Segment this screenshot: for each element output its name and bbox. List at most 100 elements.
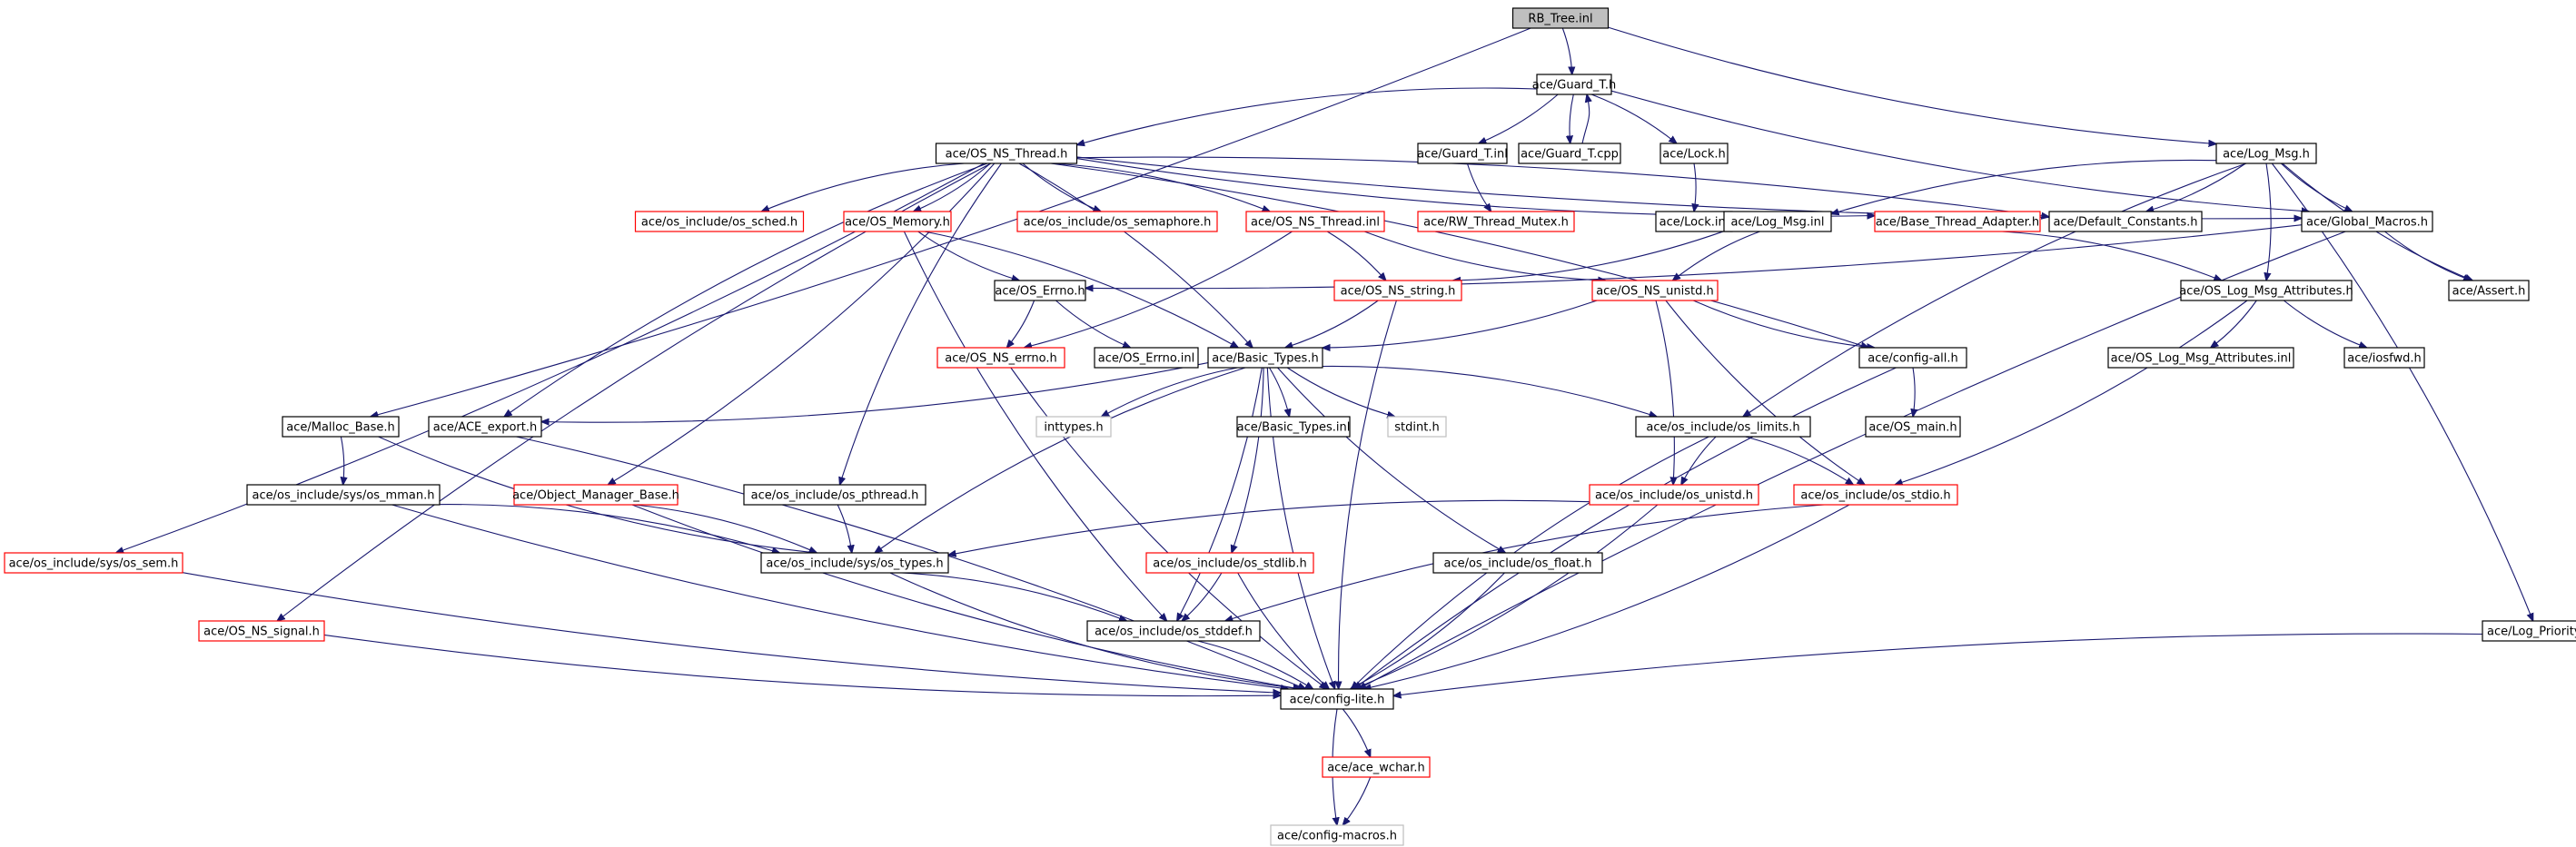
node-ace_export_h[interactable]: ace/ACE_export.h [428, 416, 542, 438]
node-box-os_errno_inl [1094, 347, 1199, 369]
node-os_stddef_h[interactable]: ace/os_include/os_stddef.h [1086, 620, 1261, 642]
node-box-os_ns_thread_h [935, 143, 1078, 164]
node-assert_h[interactable]: ace/Assert.h [2448, 280, 2530, 301]
node-base_thread_adapter_h[interactable]: ace/Base_Thread_Adapter.h [1874, 211, 2041, 232]
edge-guard_t_inl-to-rw_thread_mutex_h [1466, 163, 1491, 212]
node-os_ns_thread_inl[interactable]: ace/OS_NS_Thread.inl [1245, 211, 1385, 232]
node-os_mman_h[interactable]: ace/os_include/sys/os_mman.h [246, 484, 441, 506]
node-box-os_limits_h [1635, 416, 1811, 438]
edge-os_log_msg_attributes_h-to-iosfwd_h [2283, 300, 2366, 348]
node-box-config_macros_h [1270, 824, 1404, 846]
node-config_all_h[interactable]: ace/config-all.h [1858, 347, 1967, 369]
node-os_main_h[interactable]: ace/OS_main.h [1865, 416, 1961, 438]
node-label-default_constants_h: ace/Default_Constants.h [2053, 216, 2197, 230]
node-label-rb_tree_inl: RB_Tree.inl [1528, 13, 1592, 26]
node-global_macros_h[interactable]: ace/Global_Macros.h [2301, 211, 2433, 232]
node-box-log_priority_h [2482, 620, 2576, 642]
node-os_unistd_h[interactable]: ace/os_include/os_unistd.h [1589, 484, 1759, 506]
edge-os_ns_signal_h-to-config_lite_h [323, 634, 1281, 695]
edge-ace_export_h-to-config_lite_h [516, 436, 1305, 689]
node-box-guard_t_inl [1417, 143, 1508, 164]
node-os_stdio_h[interactable]: ace/os_include/os_stdio.h [1793, 484, 1958, 506]
node-label-os_memory_h: ace/OS_Memory.h [845, 216, 950, 230]
node-label-os_ns_errno_h: ace/OS_NS_errno.h [945, 352, 1057, 366]
node-object_manager_base_h[interactable]: ace/Object_Manager_Base.h [512, 484, 679, 506]
edge-basic_types_h-to-ace_export_h [541, 362, 1209, 423]
node-log_msg_h[interactable]: ace/Log_Msg.h [2215, 143, 2317, 164]
node-label-base_thread_adapter_h: ace/Base_Thread_Adapter.h [1876, 216, 2039, 230]
node-box-ace_wchar_h [1322, 756, 1431, 778]
node-label-rw_thread_mutex_h: ace/RW_Thread_Mutex.h [1423, 216, 1569, 230]
edge-log_msg_inl-to-os_ns_unistd_h [1673, 231, 1760, 281]
edge-basic_types_h-to-os_stddef_h [1177, 367, 1263, 621]
node-os_sem_h[interactable]: ace/os_include/sys/os_sem.h [4, 552, 183, 574]
node-os_log_msg_attributes_h[interactable]: ace/OS_Log_Msg_Attributes.h [2179, 280, 2353, 301]
node-rw_thread_mutex_h[interactable]: ace/RW_Thread_Mutex.h [1417, 211, 1575, 232]
edge-global_macros_h-to-os_errno_h [1085, 224, 2303, 289]
node-guard_t_cpp[interactable]: ace/Guard_T.cpp [1518, 143, 1621, 164]
node-log_priority_h[interactable]: ace/Log_Priority.h [2482, 620, 2576, 642]
edge-guard_t_h-to-guard_t_inl [1479, 94, 1559, 143]
node-label-os_stdio_h: ace/os_include/os_stdio.h [1800, 489, 1950, 503]
node-guard_t_inl[interactable]: ace/Guard_T.inl [1417, 143, 1508, 164]
node-lock_inl[interactable]: ace/Lock.inl [1655, 211, 1733, 232]
node-box-basic_types_h [1207, 347, 1323, 369]
edge-os_memory_h-to-os_errno_h [917, 231, 1020, 281]
node-label-log_msg_h: ace/Log_Msg.h [2223, 148, 2310, 162]
node-label-os_errno_h: ace/OS_Errno.h [995, 285, 1085, 299]
node-iosfwd_h[interactable]: ace/iosfwd.h [2343, 347, 2425, 369]
node-label-inttypes_h: inttypes.h [1044, 421, 1103, 435]
edge-basic_types_h-to-os_limits_h [1322, 365, 1657, 417]
edge-os_log_msg_attributes_h-to-os_stdio_h [1895, 300, 2248, 485]
edge-os_stdio_h-to-config_lite_h [1363, 504, 1850, 689]
node-os_errno_inl[interactable]: ace/OS_Errno.inl [1094, 347, 1199, 369]
edge-guard_t_h-to-os_ns_thread_h [1077, 87, 1538, 145]
node-os_semaphore_h[interactable]: ace/os_include/os_semaphore.h [1016, 211, 1218, 232]
edge-os_ns_unistd_h-to-config_all_h [1692, 300, 1875, 348]
edge-rb_tree_inl-to-malloc_base_h [371, 27, 1531, 417]
node-box-os_ns_signal_h [198, 620, 325, 642]
node-basic_types_inl[interactable]: ace/Basic_Types.inl [1236, 416, 1351, 438]
node-os_types_h[interactable]: ace/os_include/sys/os_types.h [760, 552, 949, 574]
node-box-os_ns_unistd_h [1591, 280, 1719, 301]
node-stdint_h[interactable]: stdint.h [1387, 416, 1447, 438]
node-os_memory_h[interactable]: ace/OS_Memory.h [843, 211, 952, 232]
node-os_ns_string_h[interactable]: ace/OS_NS_string.h [1333, 280, 1462, 301]
edge-log_msg_h-to-log_priority_h [2271, 163, 2532, 621]
node-os_errno_h[interactable]: ace/OS_Errno.h [994, 280, 1086, 301]
node-basic_types_h[interactable]: ace/Basic_Types.h [1207, 347, 1323, 369]
node-os_ns_errno_h[interactable]: ace/OS_NS_errno.h [936, 347, 1065, 369]
node-inttypes_h[interactable]: inttypes.h [1035, 416, 1112, 438]
node-label-os_errno_inl: ace/OS_Errno.inl [1098, 352, 1194, 366]
node-box-config_all_h [1858, 347, 1967, 369]
node-os_float_h[interactable]: ace/os_include/os_float.h [1432, 552, 1603, 574]
node-default_constants_h[interactable]: ace/Default_Constants.h [2048, 211, 2203, 232]
node-os_ns_thread_h[interactable]: ace/OS_NS_Thread.h [935, 143, 1078, 164]
node-rb_tree_inl[interactable]: RB_Tree.inl [1511, 7, 1610, 29]
edge-os_ns_thread_h-to-os_pthread_h [840, 163, 1002, 485]
node-box-iosfwd_h [2343, 347, 2425, 369]
node-lock_h[interactable]: ace/Lock.h [1660, 143, 1729, 164]
node-os_stdlib_h[interactable]: ace/os_include/os_stdlib.h [1145, 552, 1314, 574]
node-os_ns_unistd_h[interactable]: ace/OS_NS_unistd.h [1591, 280, 1719, 301]
node-guard_t_h[interactable]: ace/Guard_T.h [1532, 74, 1616, 95]
node-label-object_manager_base_h: ace/Object_Manager_Base.h [512, 489, 679, 503]
node-config_lite_h[interactable]: ace/config-lite.h [1280, 688, 1394, 710]
node-malloc_base_h[interactable]: ace/Malloc_Base.h [282, 416, 400, 438]
node-os_sched_h[interactable]: ace/os_include/os_sched.h [634, 211, 805, 232]
node-log_msg_inl[interactable]: ace/Log_Msg.inl [1723, 211, 1832, 232]
node-config_macros_h[interactable]: ace/config-macros.h [1270, 824, 1404, 846]
edge-os_limits_h-to-os_stdio_h [1745, 436, 1854, 485]
node-os_pthread_h[interactable]: ace/os_include/os_pthread.h [743, 484, 926, 506]
node-os_ns_signal_h[interactable]: ace/OS_NS_signal.h [198, 620, 325, 642]
node-os_limits_h[interactable]: ace/os_include/os_limits.h [1635, 416, 1811, 438]
edge-os_float_h-to-config_lite_h [1351, 572, 1505, 689]
edge-os_ns_thread_inl-to-os_ns_string_h [1326, 231, 1386, 281]
edge-log_priority_h-to-config_lite_h [1393, 633, 2483, 695]
node-os_log_msg_attributes_inl[interactable]: ace/OS_Log_Msg_Attributes.inl [2107, 347, 2294, 369]
edge-object_manager_base_h-to-os_types_h [633, 504, 817, 553]
node-ace_wchar_h[interactable]: ace/ace_wchar.h [1322, 756, 1431, 778]
edge-basic_types_h-to-stdint_h [1286, 367, 1395, 417]
node-label-os_unistd_h: ace/os_include/os_unistd.h [1595, 489, 1753, 503]
